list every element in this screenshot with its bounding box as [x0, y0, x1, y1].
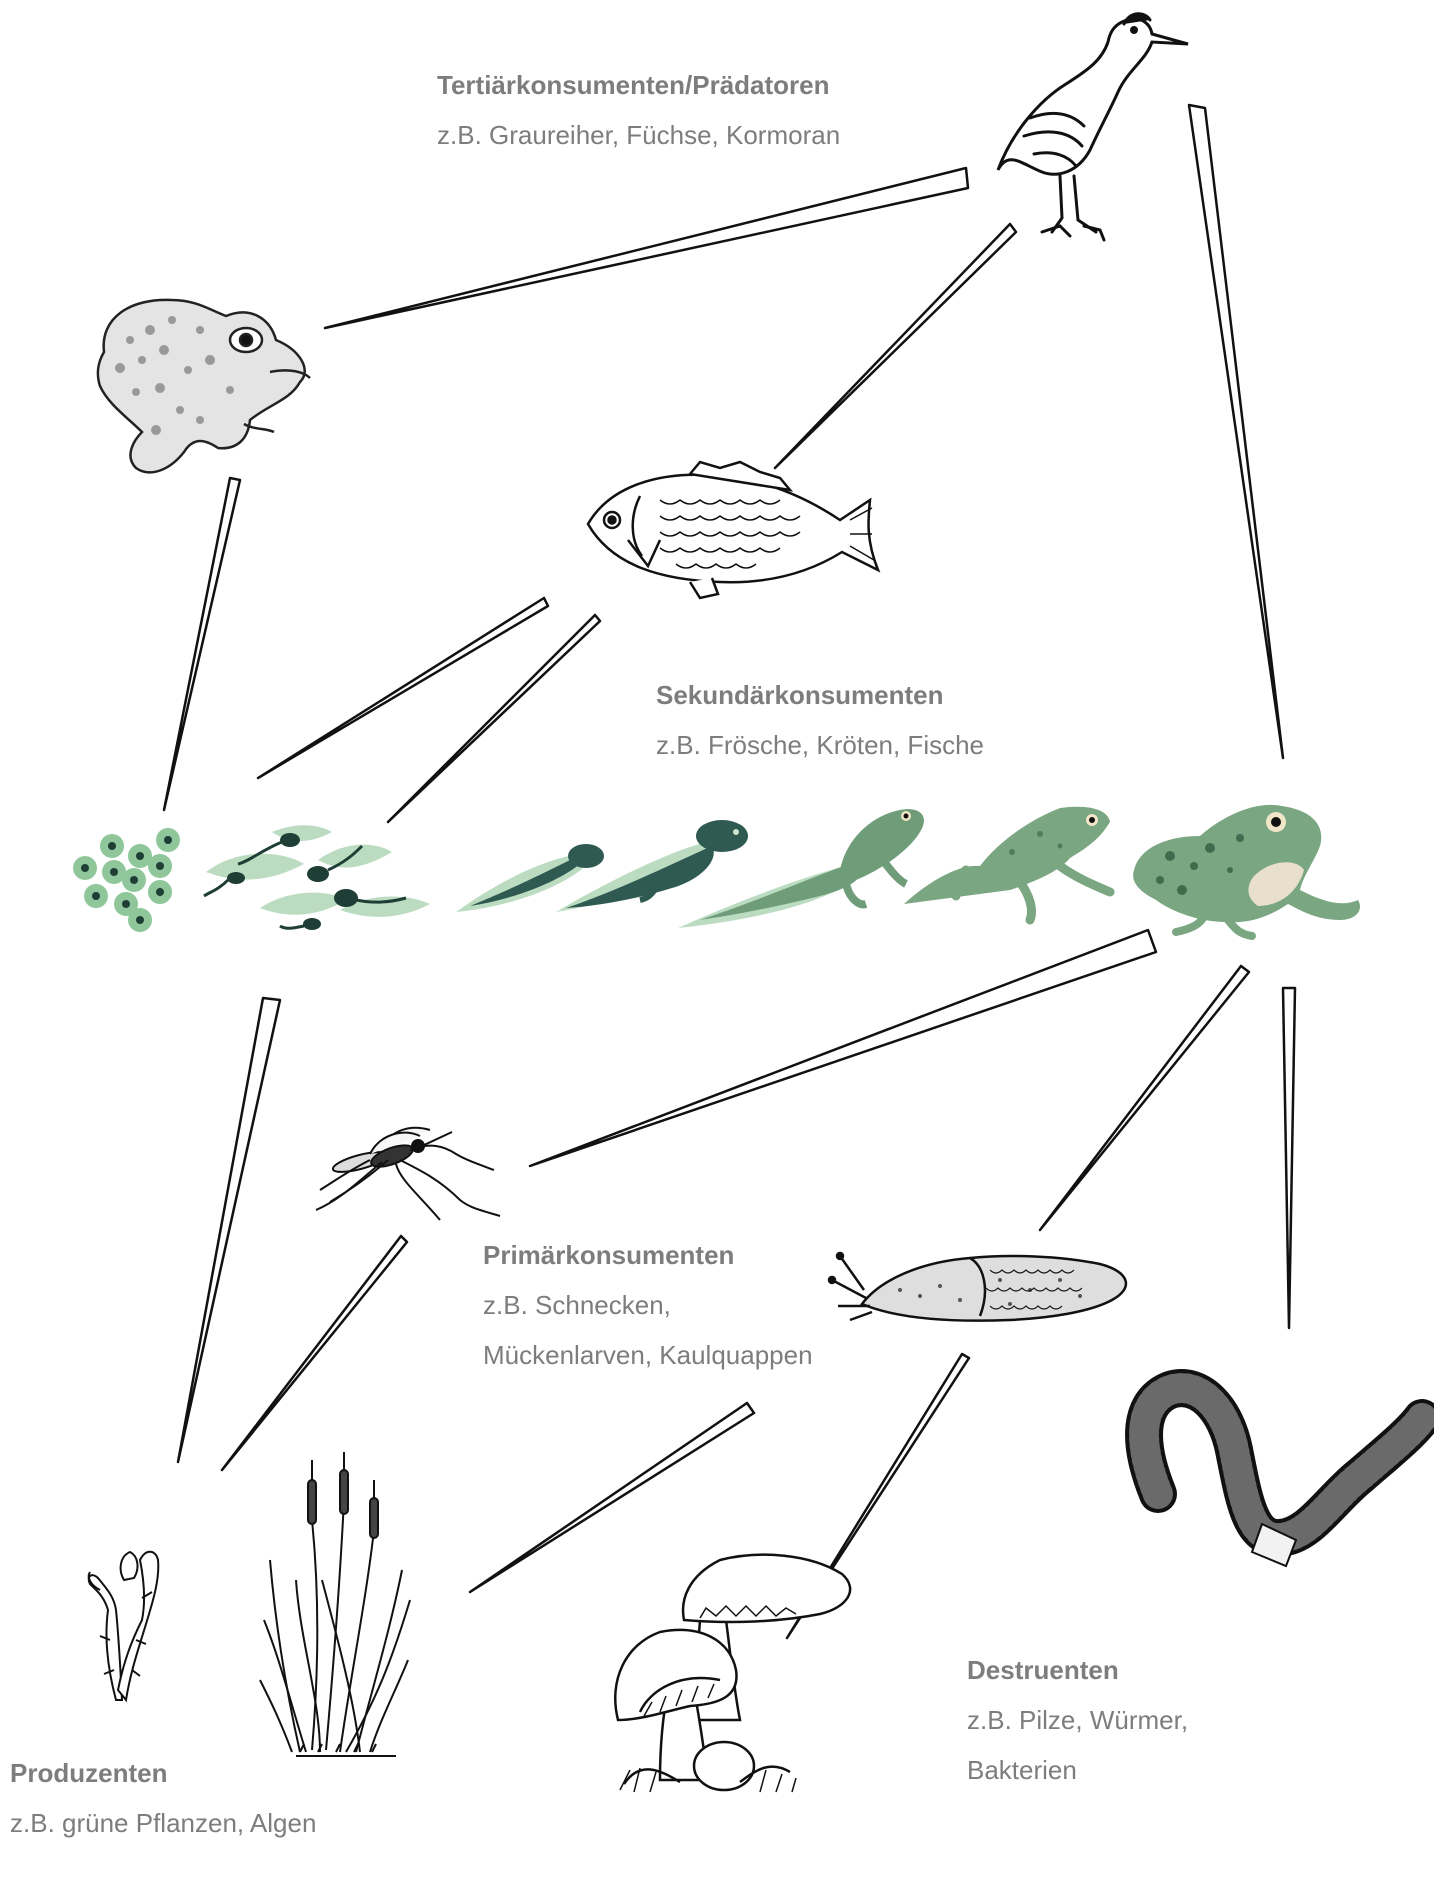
fish-icon	[588, 462, 878, 598]
arrow-tadpoles-to-fish-1	[258, 598, 548, 778]
frog-eggs	[73, 828, 180, 932]
arrow-tadpoles-to-fish-2	[388, 615, 600, 822]
arrow-plants-to-tadpoles	[178, 998, 280, 1462]
arrow-mosquito-to-frog	[530, 930, 1156, 1166]
arrow-frog-to-heron	[1189, 105, 1283, 758]
frog-lifecycle-icon	[73, 805, 1360, 936]
mushroom-icon	[615, 1555, 850, 1792]
tadpoles-small	[204, 825, 430, 930]
slug-icon	[829, 1253, 1126, 1321]
algae-icon	[89, 1552, 159, 1700]
arrows	[164, 105, 1295, 1638]
arrow-plants-to-mosquito	[222, 1236, 407, 1470]
toad-icon	[98, 300, 310, 472]
arrow-toad-to-heron	[325, 168, 968, 328]
reed-icon	[260, 1452, 410, 1756]
young-frog	[904, 807, 1110, 920]
arrow-eggs-to-toad	[164, 478, 240, 810]
heron-icon	[998, 14, 1188, 240]
arrow-fish-to-heron	[775, 224, 1016, 468]
worm-icon	[1144, 1388, 1422, 1566]
arrow-slug-to-frog	[1040, 966, 1249, 1230]
arrow-worm-to-frog	[1283, 988, 1295, 1328]
mosquito-icon	[316, 1128, 500, 1220]
adult-frog	[1133, 805, 1360, 936]
